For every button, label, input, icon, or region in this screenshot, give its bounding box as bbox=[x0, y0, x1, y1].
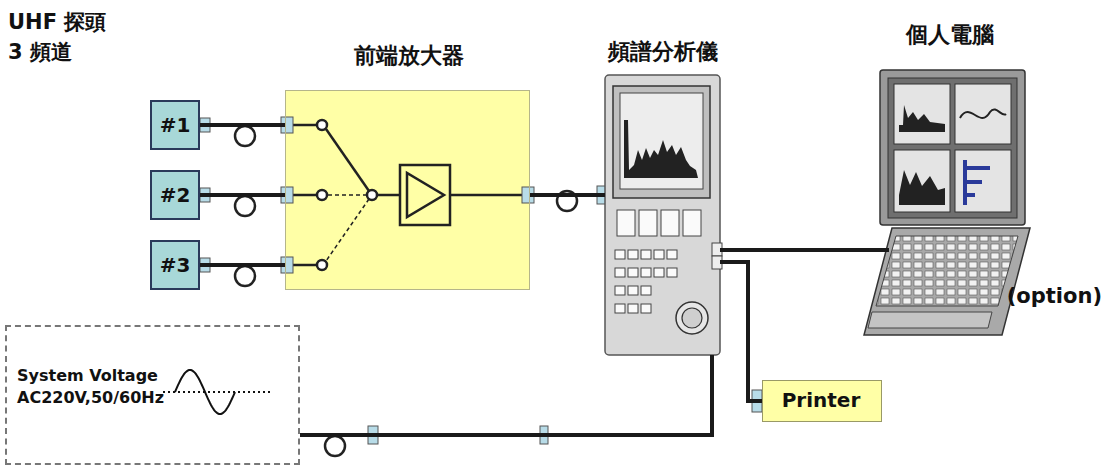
preamp-fill bbox=[285, 90, 530, 290]
cable-loop bbox=[235, 126, 577, 456]
probe-box: #1 bbox=[150, 100, 200, 150]
laptop-drawing bbox=[864, 70, 1030, 335]
cable-line bbox=[200, 123, 285, 127]
cable-line bbox=[530, 193, 605, 197]
cable bbox=[530, 195, 605, 196]
printer-box: Printer bbox=[762, 380, 882, 422]
probe-box: #2 bbox=[150, 170, 200, 220]
voltage-box: System Voltage AC220V,50/60Hz bbox=[5, 325, 300, 465]
node-heading: 前端放大器 bbox=[354, 41, 464, 71]
node-label: #1 bbox=[160, 113, 191, 137]
cable bbox=[200, 265, 285, 266]
cable bbox=[200, 195, 285, 196]
cable bbox=[720, 250, 889, 251]
spectrum-analyzer-drawing bbox=[605, 75, 722, 355]
cable bbox=[200, 125, 285, 126]
node-heading: 個人電腦 bbox=[906, 20, 994, 50]
channel-label: 3 頻道 bbox=[8, 38, 72, 66]
sine-wave-symbol bbox=[163, 370, 270, 414]
preamp-box: 前端放大器 bbox=[285, 90, 530, 290]
node-heading: 頻譜分析儀 bbox=[608, 37, 718, 67]
probe-label: UHF 探頭 bbox=[8, 8, 106, 36]
node-label: Printer bbox=[782, 388, 861, 412]
option-label: (option) bbox=[1007, 284, 1102, 308]
node-label: #2 bbox=[160, 183, 191, 207]
cable bbox=[720, 262, 762, 401]
probe-box: #3 bbox=[150, 240, 200, 290]
analyzer-box: 頻譜分析儀 bbox=[605, 75, 720, 355]
cable-line bbox=[720, 248, 889, 252]
amplifier-symbol bbox=[400, 165, 450, 225]
node-label: #3 bbox=[160, 253, 191, 277]
node-label: System Voltage AC220V,50/60Hz bbox=[17, 365, 167, 408]
cable-line bbox=[300, 355, 712, 435]
cable-line bbox=[200, 193, 285, 197]
switch-symbol bbox=[293, 120, 522, 270]
cable bbox=[300, 355, 712, 435]
cable-line bbox=[200, 263, 285, 267]
cable-line bbox=[720, 262, 762, 401]
